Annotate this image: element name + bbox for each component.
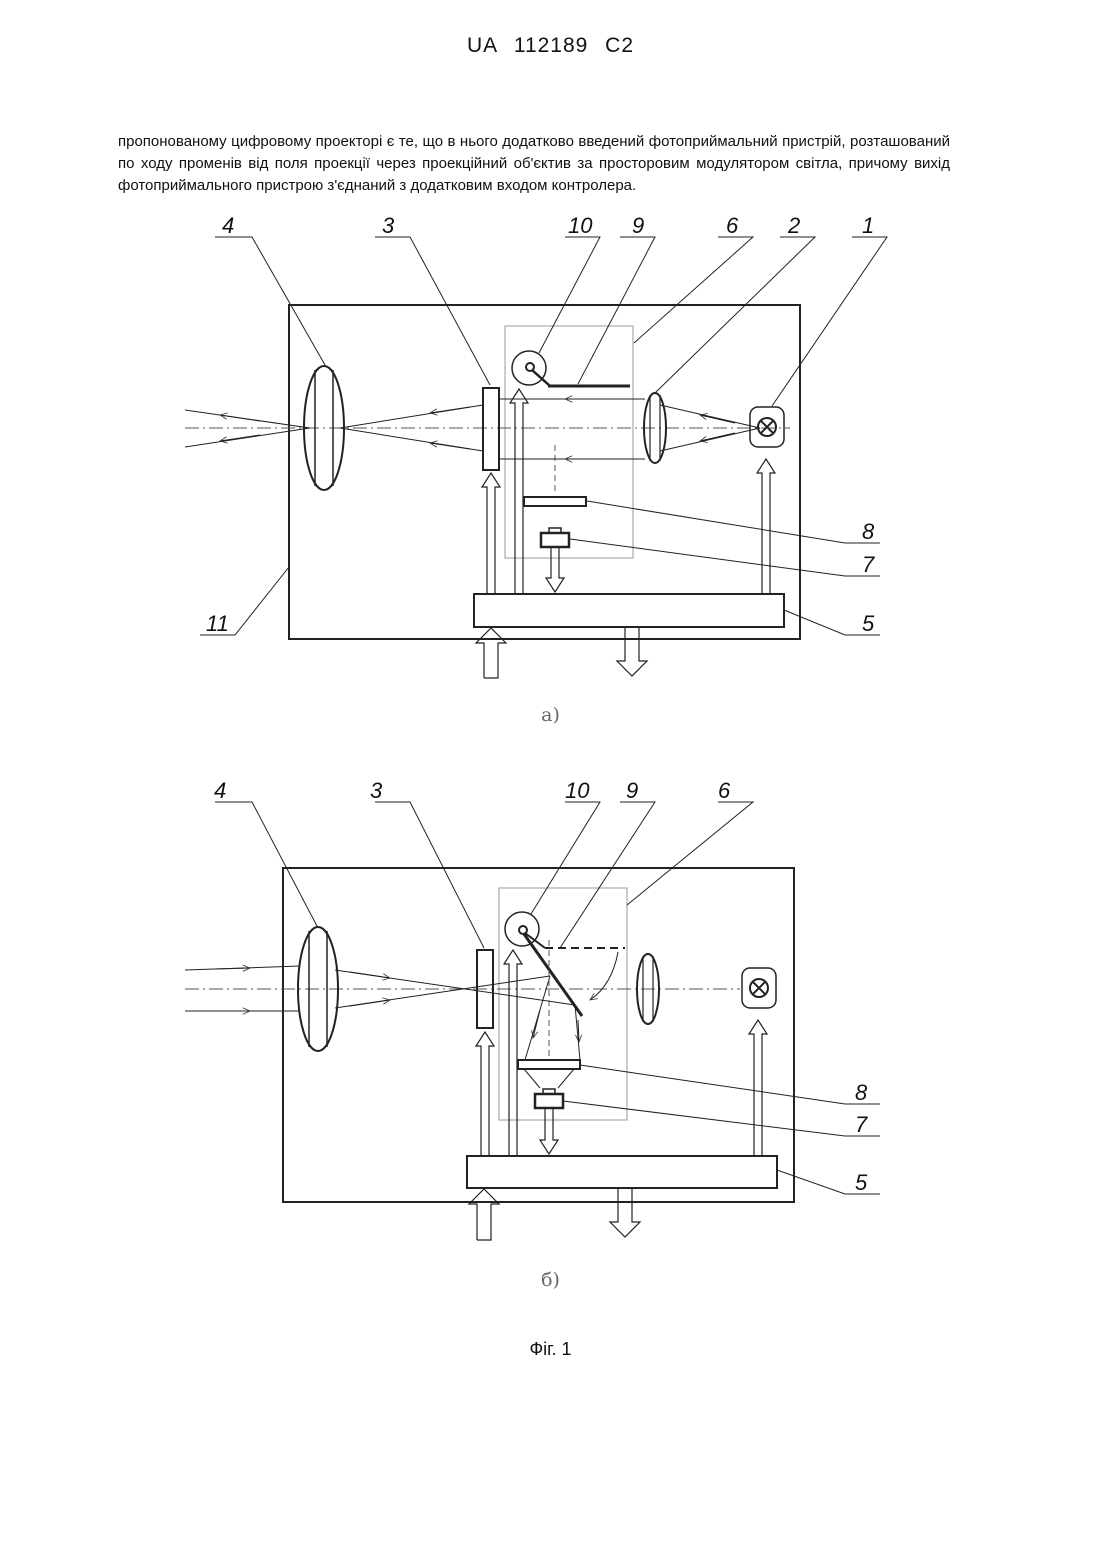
label-10: 10 bbox=[568, 215, 593, 238]
label-b-4: 4 bbox=[214, 780, 226, 803]
patent-number-header: UA 112189 C2 bbox=[0, 34, 1101, 58]
caption-a: а) bbox=[0, 704, 1101, 726]
label-3: 3 bbox=[382, 215, 395, 238]
figure-b-labels: 4 3 10 9 6 8 7 5 bbox=[214, 780, 868, 1195]
label-b-3: 3 bbox=[370, 780, 383, 803]
label-9: 9 bbox=[632, 215, 644, 238]
figure-panel-a: 4 3 10 9 6 2 1 8 7 11 5 bbox=[0, 215, 1101, 695]
label-4: 4 bbox=[222, 215, 234, 238]
label-2: 2 bbox=[787, 215, 800, 238]
label-b-7: 7 bbox=[855, 1112, 868, 1137]
optical-filter-b bbox=[518, 1060, 580, 1069]
optical-filter bbox=[524, 497, 586, 506]
photoreceiver-region-b bbox=[499, 888, 627, 1120]
label-b-8: 8 bbox=[855, 1080, 868, 1105]
mirror-drive bbox=[512, 351, 546, 385]
body-paragraph: пропонованому цифровому проекторі є те, … bbox=[118, 131, 950, 197]
photoreceiver-region bbox=[505, 326, 633, 558]
figure-a-labels: 4 3 10 9 6 2 1 8 7 11 5 bbox=[206, 215, 875, 636]
label-11: 11 bbox=[206, 611, 229, 636]
photodetector bbox=[541, 533, 569, 547]
projector-housing-b bbox=[283, 868, 794, 1202]
label-b-10: 10 bbox=[565, 780, 590, 803]
label-b-9: 9 bbox=[626, 780, 638, 803]
label-6: 6 bbox=[726, 215, 739, 238]
controller-block-b bbox=[467, 1156, 777, 1188]
projector-housing bbox=[289, 305, 800, 639]
label-1: 1 bbox=[862, 215, 874, 238]
label-8: 8 bbox=[862, 519, 875, 544]
label-7: 7 bbox=[862, 552, 875, 577]
spatial-light-modulator bbox=[483, 388, 499, 470]
label-b-6: 6 bbox=[718, 780, 731, 803]
figure-label: Фіг. 1 bbox=[0, 1339, 1101, 1360]
caption-b: б) bbox=[0, 1269, 1101, 1291]
photodetector-b bbox=[535, 1094, 563, 1108]
controller-block bbox=[474, 594, 784, 627]
label-5: 5 bbox=[862, 611, 875, 636]
figure-panel-b: 4 3 10 9 6 8 7 5 bbox=[0, 780, 1101, 1260]
movable-mirror-b bbox=[524, 934, 582, 1016]
label-b-5: 5 bbox=[855, 1170, 868, 1195]
